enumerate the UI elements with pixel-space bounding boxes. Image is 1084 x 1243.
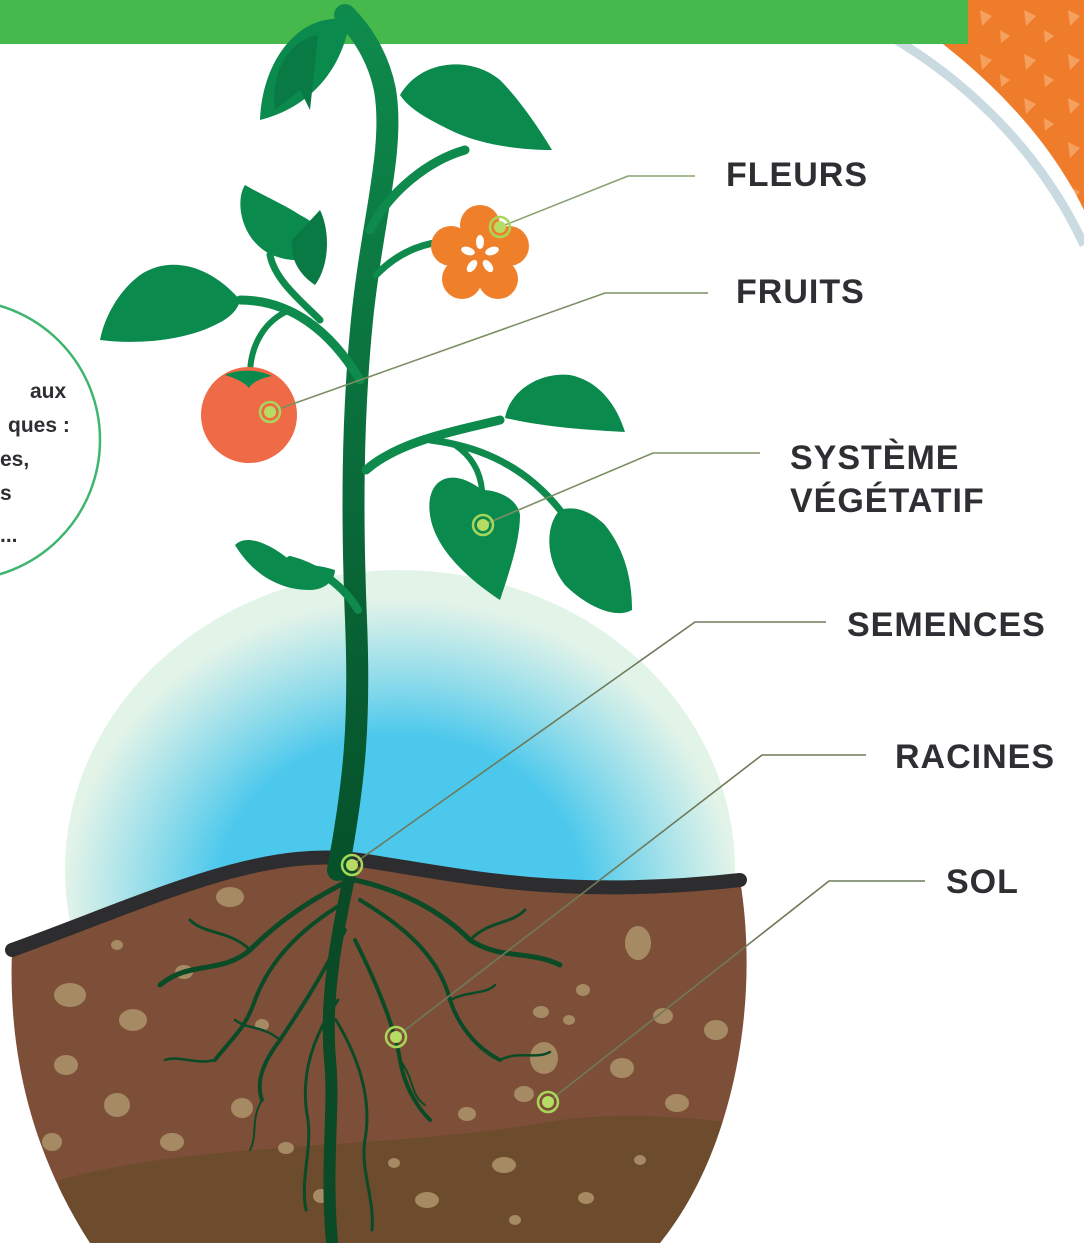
label-vegetative-line-1: SYSTÈME (790, 439, 959, 477)
side-callout-line-2: ques : (8, 414, 70, 437)
label-fruits: FRUITS (736, 273, 865, 311)
side-callout-line-1: aux (30, 380, 67, 403)
side-callout-line-3: es, (0, 448, 29, 471)
label-vegetative-line-2: VÉGÉTATIF (790, 482, 985, 520)
leader-vegetative (483, 453, 760, 525)
tomato-fruit-icon (201, 367, 297, 463)
header-bar (0, 0, 968, 44)
side-callout-line-4: s (0, 482, 12, 505)
diagram-labels: FLEURS FRUITS SYSTÈME VÉGÉTATIF SEMENCES… (726, 156, 1055, 901)
flower-icon (431, 205, 529, 299)
label-roots: RACINES (895, 738, 1055, 776)
label-flowers: FLEURS (726, 156, 868, 194)
label-seeds: SEMENCES (847, 606, 1046, 644)
leader-flowers (500, 176, 695, 227)
label-soil: SOL (946, 863, 1019, 901)
side-callout-line-5: ... (0, 524, 18, 547)
soil-icon (12, 857, 780, 1243)
side-callout: aux ques : es, s ... (0, 300, 100, 580)
